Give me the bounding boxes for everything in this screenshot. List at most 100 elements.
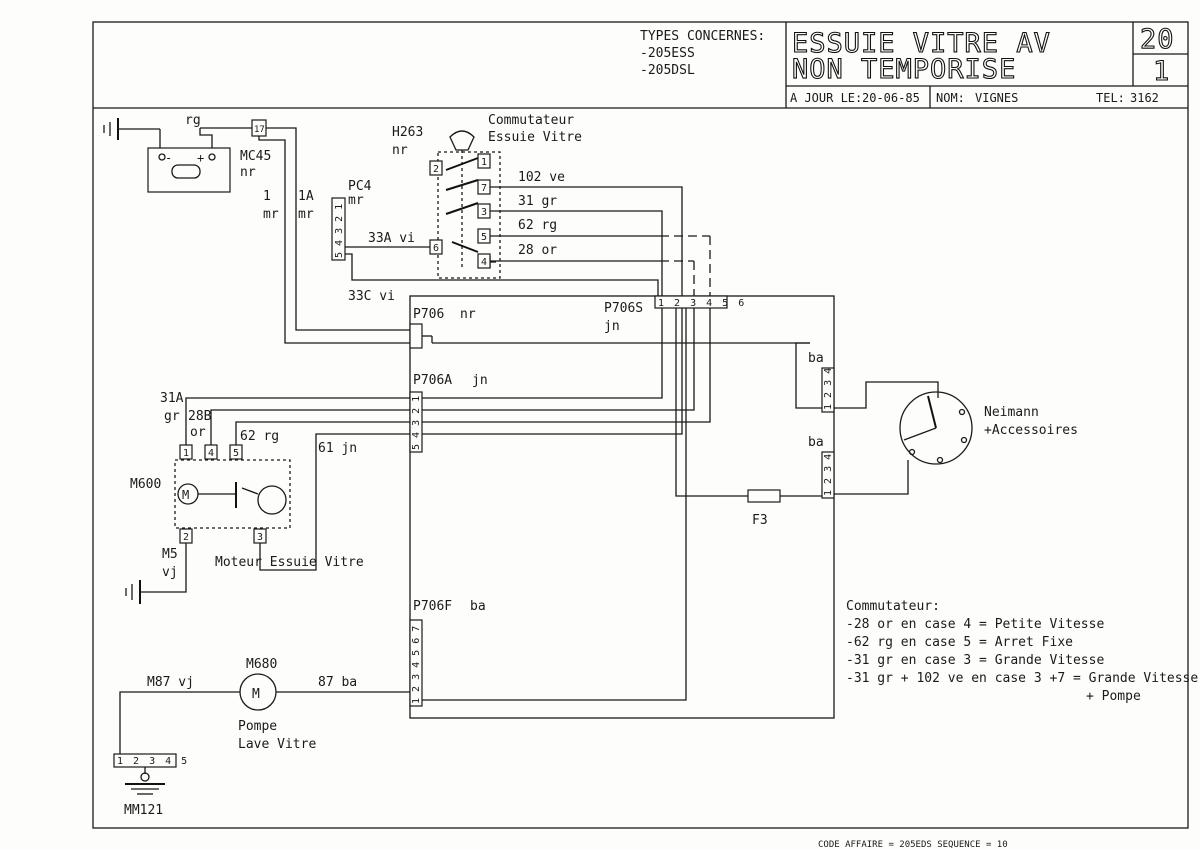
svg-text:61 jn: 61 jn — [318, 441, 357, 456]
svg-text:6: 6 — [433, 243, 439, 254]
notes-heading: Commutateur: — [846, 599, 940, 614]
wire-1 — [258, 136, 410, 344]
svg-text:P706: P706 — [413, 307, 444, 322]
note-line-3: -31 gr en case 3 = Grande Vitesse — [846, 653, 1104, 668]
neimann-ignition-switch — [899, 391, 973, 465]
svg-text:5: 5 — [481, 232, 487, 243]
svg-text:28B: 28B — [188, 409, 212, 424]
battery-mc45: - + — [147, 147, 231, 193]
svg-text:M: M — [182, 488, 189, 502]
svg-text:P706A: P706A — [413, 373, 452, 388]
note-line-2: -62 rg en case 5 = Arret Fixe — [846, 635, 1073, 650]
note-line-4: -31 gr + 102 ve en case 3 +7 = Grande Vi… — [846, 671, 1198, 686]
motor-code: M600 — [130, 477, 161, 492]
sheet-border — [92, 21, 1189, 829]
wire-m87-vj — [119, 691, 240, 760]
svg-text:102 ve: 102 ve — [518, 170, 565, 185]
svg-text:mr: mr — [263, 207, 279, 222]
date-label: A JOUR LE: — [790, 91, 862, 105]
svg-text:5 4 3 2 1: 5 4 3 2 1 — [334, 204, 345, 258]
pump-name-2: Lave Vitre — [238, 737, 316, 752]
wiper-switch-h263 — [437, 130, 501, 279]
switch-color: nr — [392, 143, 408, 158]
wire-m5 — [140, 543, 187, 593]
battery-wire-color: rg — [185, 113, 201, 128]
pc4-code: PC4 — [348, 179, 372, 194]
motor-pins: 1 4 5 2 3 — [179, 444, 267, 544]
washer-pump-m680: M — [239, 673, 277, 711]
ground-block-mm121: 1 2 3 4 5 — [113, 753, 189, 795]
svg-text:62 rg: 62 rg — [518, 218, 557, 233]
svg-text:4: 4 — [481, 257, 487, 268]
battery-plus: + — [197, 151, 204, 165]
svg-text:M87 vj: M87 vj — [147, 675, 194, 690]
name-value: VIGNES — [975, 91, 1018, 105]
svg-text:1A: 1A — [298, 189, 314, 204]
diagram-title-line-1: ESSUIE VITRE AV — [792, 28, 1051, 59]
diagram-title-line-2: NON TEMPORISE — [792, 54, 1016, 85]
footer-code: CODE AFFAIRE = 205EDS SEQUENCE = 10 — [818, 840, 1008, 850]
svg-text:1: 1 — [183, 448, 189, 459]
svg-text:M: M — [252, 687, 260, 702]
svg-text:3: 3 — [257, 532, 263, 543]
switch-name-2: Essuie Vitre — [488, 130, 582, 145]
svg-text:1 2 3 4: 1 2 3 4 — [823, 454, 834, 496]
svg-text:jn: jn — [604, 319, 620, 334]
connector-ba-bottom — [821, 451, 835, 499]
svg-text:M5: M5 — [162, 547, 178, 562]
p706-connector — [409, 323, 423, 349]
harness-box — [409, 295, 835, 719]
svg-text:33A vi: 33A vi — [368, 231, 415, 246]
svg-text:5 4 3 2 1: 5 4 3 2 1 — [411, 396, 422, 450]
switch-pins: 2 1 7 3 5 6 4 — [429, 153, 491, 269]
svg-text:ba: ba — [808, 435, 824, 450]
pc4-connector: 5 4 3 2 1 — [331, 197, 346, 261]
wire-1a — [266, 127, 410, 331]
date-value: 20-06-85 — [862, 91, 920, 105]
wire-61-jn — [259, 433, 410, 571]
switch-name-1: Commutateur — [488, 113, 574, 128]
svg-text:1 2 3 4 5 6: 1 2 3 4 5 6 — [658, 298, 746, 309]
neimann-name-1: Neimann — [984, 405, 1039, 420]
sheet-index: 1 — [1153, 56, 1170, 87]
p706f-connector — [409, 619, 423, 707]
note-line-1: -28 or en case 4 = Petite Vitesse — [846, 617, 1104, 632]
svg-text:62 rg: 62 rg — [240, 429, 279, 444]
svg-text:1: 1 — [263, 189, 271, 204]
svg-text:jn: jn — [472, 373, 488, 388]
svg-text:28 or: 28 or — [518, 243, 557, 258]
svg-text:P706F: P706F — [413, 599, 452, 614]
types-heading: TYPES CONCERNES: — [640, 29, 765, 44]
fuse-f3 — [747, 489, 781, 503]
svg-text:nr: nr — [460, 307, 476, 322]
svg-text:1 2 3 4 5: 1 2 3 4 5 — [117, 756, 189, 767]
mm121-code: MM121 — [124, 803, 163, 818]
note-line-5: + Pompe — [1086, 689, 1141, 704]
mc45-color: nr — [240, 165, 256, 180]
wiper-motor-m600: M — [174, 459, 291, 529]
ground-symbol-top — [103, 118, 161, 148]
mc45-code: MC45 — [240, 149, 271, 164]
neimann-name-2: +Accessoires — [984, 423, 1078, 438]
svg-text:gr: gr — [164, 409, 180, 424]
svg-text:4: 4 — [208, 448, 214, 459]
svg-text:ba: ba — [808, 351, 824, 366]
pump-code: M680 — [246, 657, 277, 672]
svg-text:1: 1 — [481, 157, 487, 168]
switch-code: H263 — [392, 125, 423, 140]
motor-name: Moteur Essuie Vitre — [215, 555, 364, 570]
pc4-color: mr — [348, 193, 364, 208]
svg-text:7: 7 — [481, 183, 487, 194]
svg-text:31 gr: 31 gr — [518, 194, 557, 209]
svg-text:ba: ba — [470, 599, 486, 614]
pump-name-1: Pompe — [238, 719, 277, 734]
svg-text:vj: vj — [162, 565, 178, 580]
wire-28b-or — [210, 409, 410, 445]
svg-text:87 ba: 87 ba — [318, 675, 357, 690]
svg-text:3: 3 — [481, 207, 487, 218]
svg-text:2: 2 — [183, 532, 189, 543]
svg-text:or: or — [190, 425, 206, 440]
tel-value: 3162 — [1130, 91, 1159, 105]
